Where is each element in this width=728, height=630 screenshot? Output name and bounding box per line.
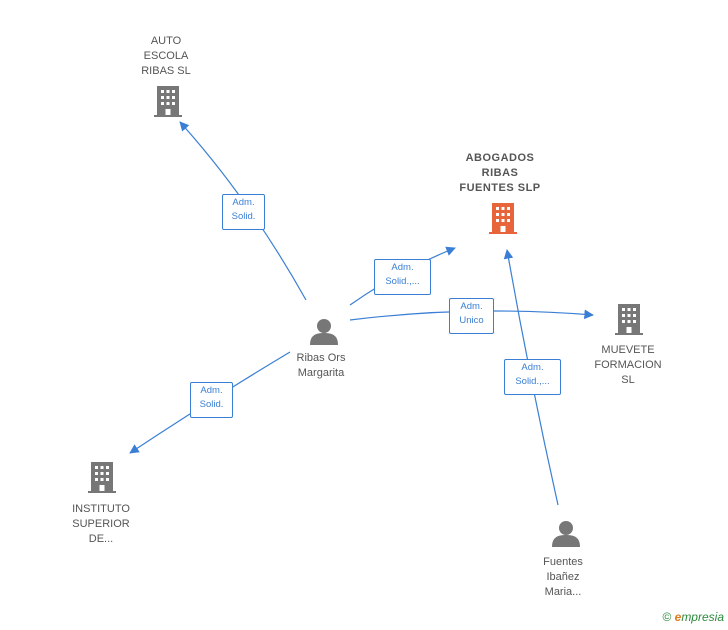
edge-label-auto-escola[interactable]: Adm. Solid. <box>222 194 265 230</box>
building-icon-instituto[interactable] <box>88 462 116 493</box>
node-label-muevete[interactable]: MUEVETE FORMACION SL <box>594 344 662 386</box>
node-label-auto-escola[interactable]: AUTO ESCOLA RIBAS SL <box>141 35 191 77</box>
person-icon-ribas-ors[interactable] <box>310 319 338 345</box>
edge-label-muevete[interactable]: Adm. Unico <box>449 298 494 334</box>
edge-label-abogados[interactable]: Adm. Solid.,... <box>504 359 561 395</box>
edge-label-instituto[interactable]: Adm. Solid. <box>190 382 233 418</box>
brand-logo-e: e <box>674 610 682 624</box>
building-icon-auto-escola[interactable] <box>154 86 182 117</box>
edge-label-abogados[interactable]: Adm. Solid.,... <box>374 259 431 295</box>
copyright-notice: © empresia <box>662 610 724 624</box>
node-label-ribas-ors[interactable]: Ribas Ors Margarita <box>296 352 346 379</box>
node-label-abogados[interactable]: ABOGADOS RIBAS FUENTES SLP <box>459 152 541 194</box>
brand-logo-text: mpresia <box>681 610 724 624</box>
building-icon-muevete[interactable] <box>615 304 643 335</box>
person-icon-fuentes[interactable] <box>552 521 580 547</box>
copyright-symbol: © <box>662 610 672 624</box>
node-label-instituto[interactable]: INSTITUTO SUPERIOR DE... <box>72 503 130 545</box>
node-label-fuentes[interactable]: Fuentes Ibañez Maria... <box>543 556 583 598</box>
building-icon-abogados[interactable] <box>489 203 517 234</box>
